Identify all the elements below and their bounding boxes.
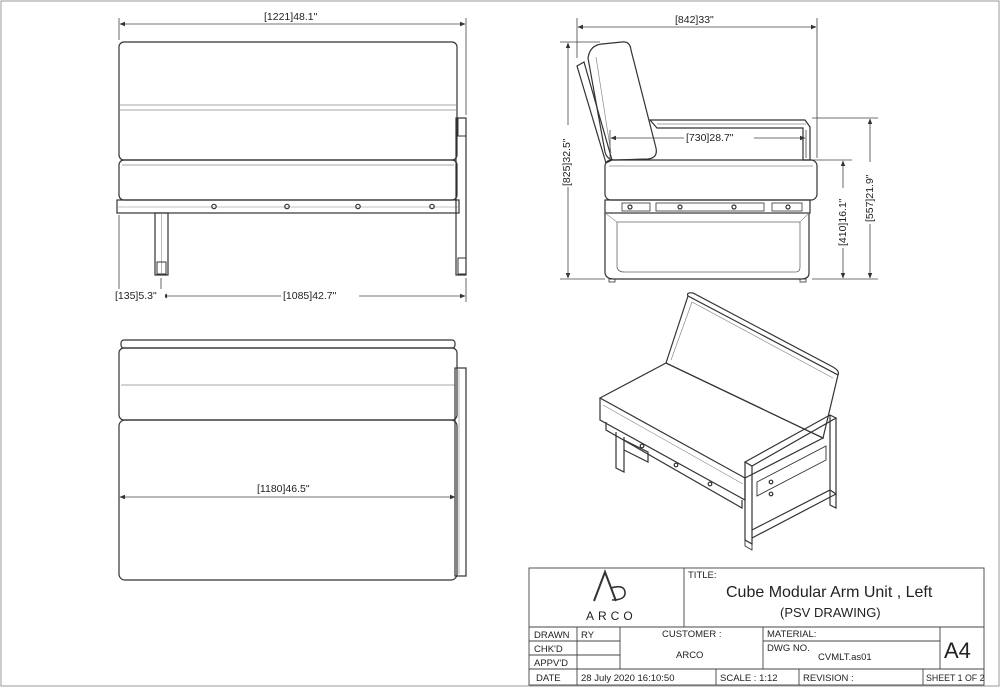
isometric-view [598, 292, 840, 551]
customer-label: CUSTOMER : [662, 629, 721, 640]
checked-label: CHK'D [534, 644, 563, 655]
arm-height-label: [557]21.9" [864, 174, 876, 222]
drawing-subtitle: (PSV DRAWING) [780, 605, 881, 620]
side-depth-label: [842]33" [675, 14, 714, 26]
seat-depth-label: [730]28.7" [686, 132, 734, 144]
drawn-label: DRAWN [534, 630, 570, 641]
drawn-value: RY [581, 630, 595, 641]
sheet-label: SHEET 1 OF 2 [926, 673, 985, 683]
date-label: DATE [536, 673, 561, 684]
front-width-label: [1221]48.1" [264, 11, 318, 23]
leg-span-label: [1085]42.7" [283, 290, 337, 302]
title-block [528, 567, 985, 686]
front-view [116, 41, 467, 276]
arco-logo-text: ARCO [586, 609, 637, 623]
arco-logo [593, 569, 626, 602]
top-view [118, 339, 467, 581]
overall-height-label: [825]32.5" [561, 138, 573, 186]
seat-height-label: [410]16.1" [837, 198, 849, 246]
date-value: 28 July 2020 16:10:50 [581, 673, 675, 684]
side-view [576, 41, 818, 283]
front-dim-labels: [1221]48.1" [135]5.3" [1085]42.7" [113, 9, 359, 302]
dwg-label: DWG NO. [767, 643, 810, 654]
revision-label: REVISION : [803, 673, 854, 684]
top-width-label: [1180]46.5" [257, 483, 310, 495]
leg-offset-label: [135]5.3" [115, 290, 157, 302]
material-label: MATERIAL: [767, 629, 816, 640]
dwg-value: CVMLT.as01 [818, 652, 872, 663]
drawing-title: Cube Modular Arm Unit , Left [726, 584, 933, 601]
title-label: TITLE: [688, 570, 717, 581]
scale-label: SCALE : 1:12 [720, 673, 778, 684]
side-dim-labels: [842]33" [730]28.7" [825]32.5" [410]16.1… [559, 13, 876, 248]
side-dimensions [560, 18, 878, 280]
paper-size: A4 [944, 638, 971, 663]
approved-label: APPV'D [534, 658, 568, 669]
customer-value: ARCO [676, 650, 703, 661]
top-dim-labels: [1180]46.5" [255, 482, 333, 495]
